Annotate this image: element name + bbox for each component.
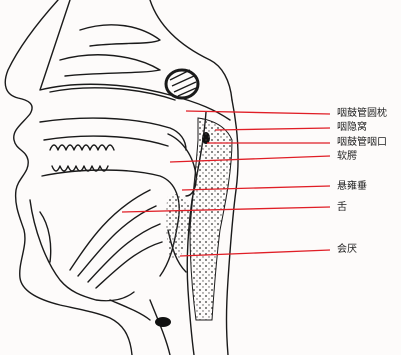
upper-teeth <box>50 145 114 150</box>
tongue-fibres-3 <box>88 224 160 282</box>
label-uvula: 悬雍垂 <box>337 181 367 193</box>
hyoid <box>110 300 150 320</box>
leader-pharyngeal-recess <box>215 128 330 130</box>
airway-black-mark <box>155 317 171 327</box>
label-soft-palate: 软腭 <box>337 151 357 163</box>
label-pharyngeal-recess: 咽隐窝 <box>337 122 367 134</box>
label-epiglottis: 会厌 <box>337 244 357 256</box>
soft-palate-outline <box>168 134 196 196</box>
tongue-fibres-4 <box>96 242 162 288</box>
tongue-outline <box>42 170 179 276</box>
turbinate-lower <box>50 88 175 100</box>
turbinate-middle <box>60 55 160 76</box>
label-torus-tubarius: 咽鼓管圆枕 <box>337 108 387 120</box>
stippled-uvula <box>166 194 191 258</box>
label-tube-opening: 咽鼓管咽口 <box>337 137 387 149</box>
stippled-mucosa <box>190 118 232 320</box>
leader-torus-tubarius <box>186 111 330 114</box>
label-tongue: 舌 <box>337 202 347 214</box>
leader-soft-palate <box>170 156 330 162</box>
larynx-line <box>150 300 170 355</box>
turbinate-upper <box>80 25 160 46</box>
